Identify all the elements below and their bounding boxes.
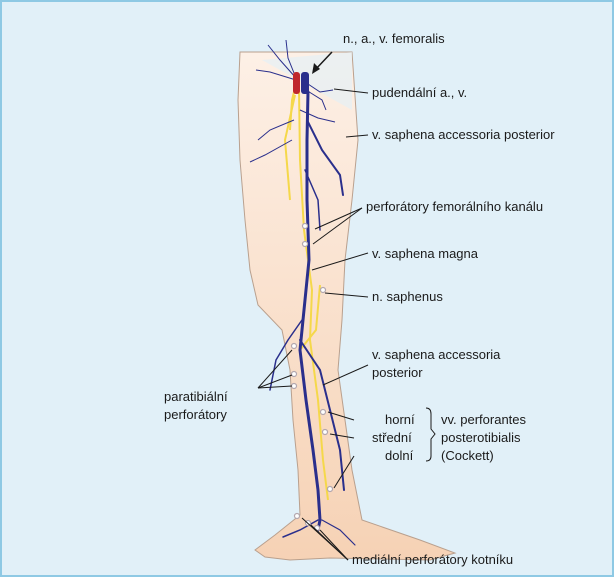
label-stredni: střední: [372, 430, 412, 445]
label-cockett-1: vv. perforantes: [441, 412, 527, 427]
femoral-vein: [301, 72, 309, 94]
label-medial-ankle: mediální perforátory kotníku: [352, 552, 513, 567]
label-dolni: dolní: [385, 448, 414, 463]
label-saphena-acc-post-low-1: v. saphena accessoria: [372, 347, 501, 362]
label-horni: horní: [385, 412, 415, 427]
label-paratibial-1: paratibiální: [164, 389, 228, 404]
label-paratibial-2: perforátory: [164, 407, 227, 422]
label-saphena-acc-post-low-2: posterior: [372, 365, 423, 380]
label-saphena-acc-post-top: v. saphena accessoria posterior: [372, 127, 555, 142]
label-n-saphenus: n. saphenus: [372, 289, 443, 304]
label-pudendal: pudendální a., v.: [372, 85, 467, 100]
label-cockett-2: posterotibialis: [441, 430, 521, 445]
femoral-artery: [293, 72, 300, 94]
label-saphena-magna: v. saphena magna: [372, 246, 479, 261]
label-cockett-3: (Cockett): [441, 448, 494, 463]
label-femoralis: n., a., v. femoralis: [343, 31, 445, 46]
label-perf-femoral: perforátory femorálního kanálu: [366, 199, 543, 214]
